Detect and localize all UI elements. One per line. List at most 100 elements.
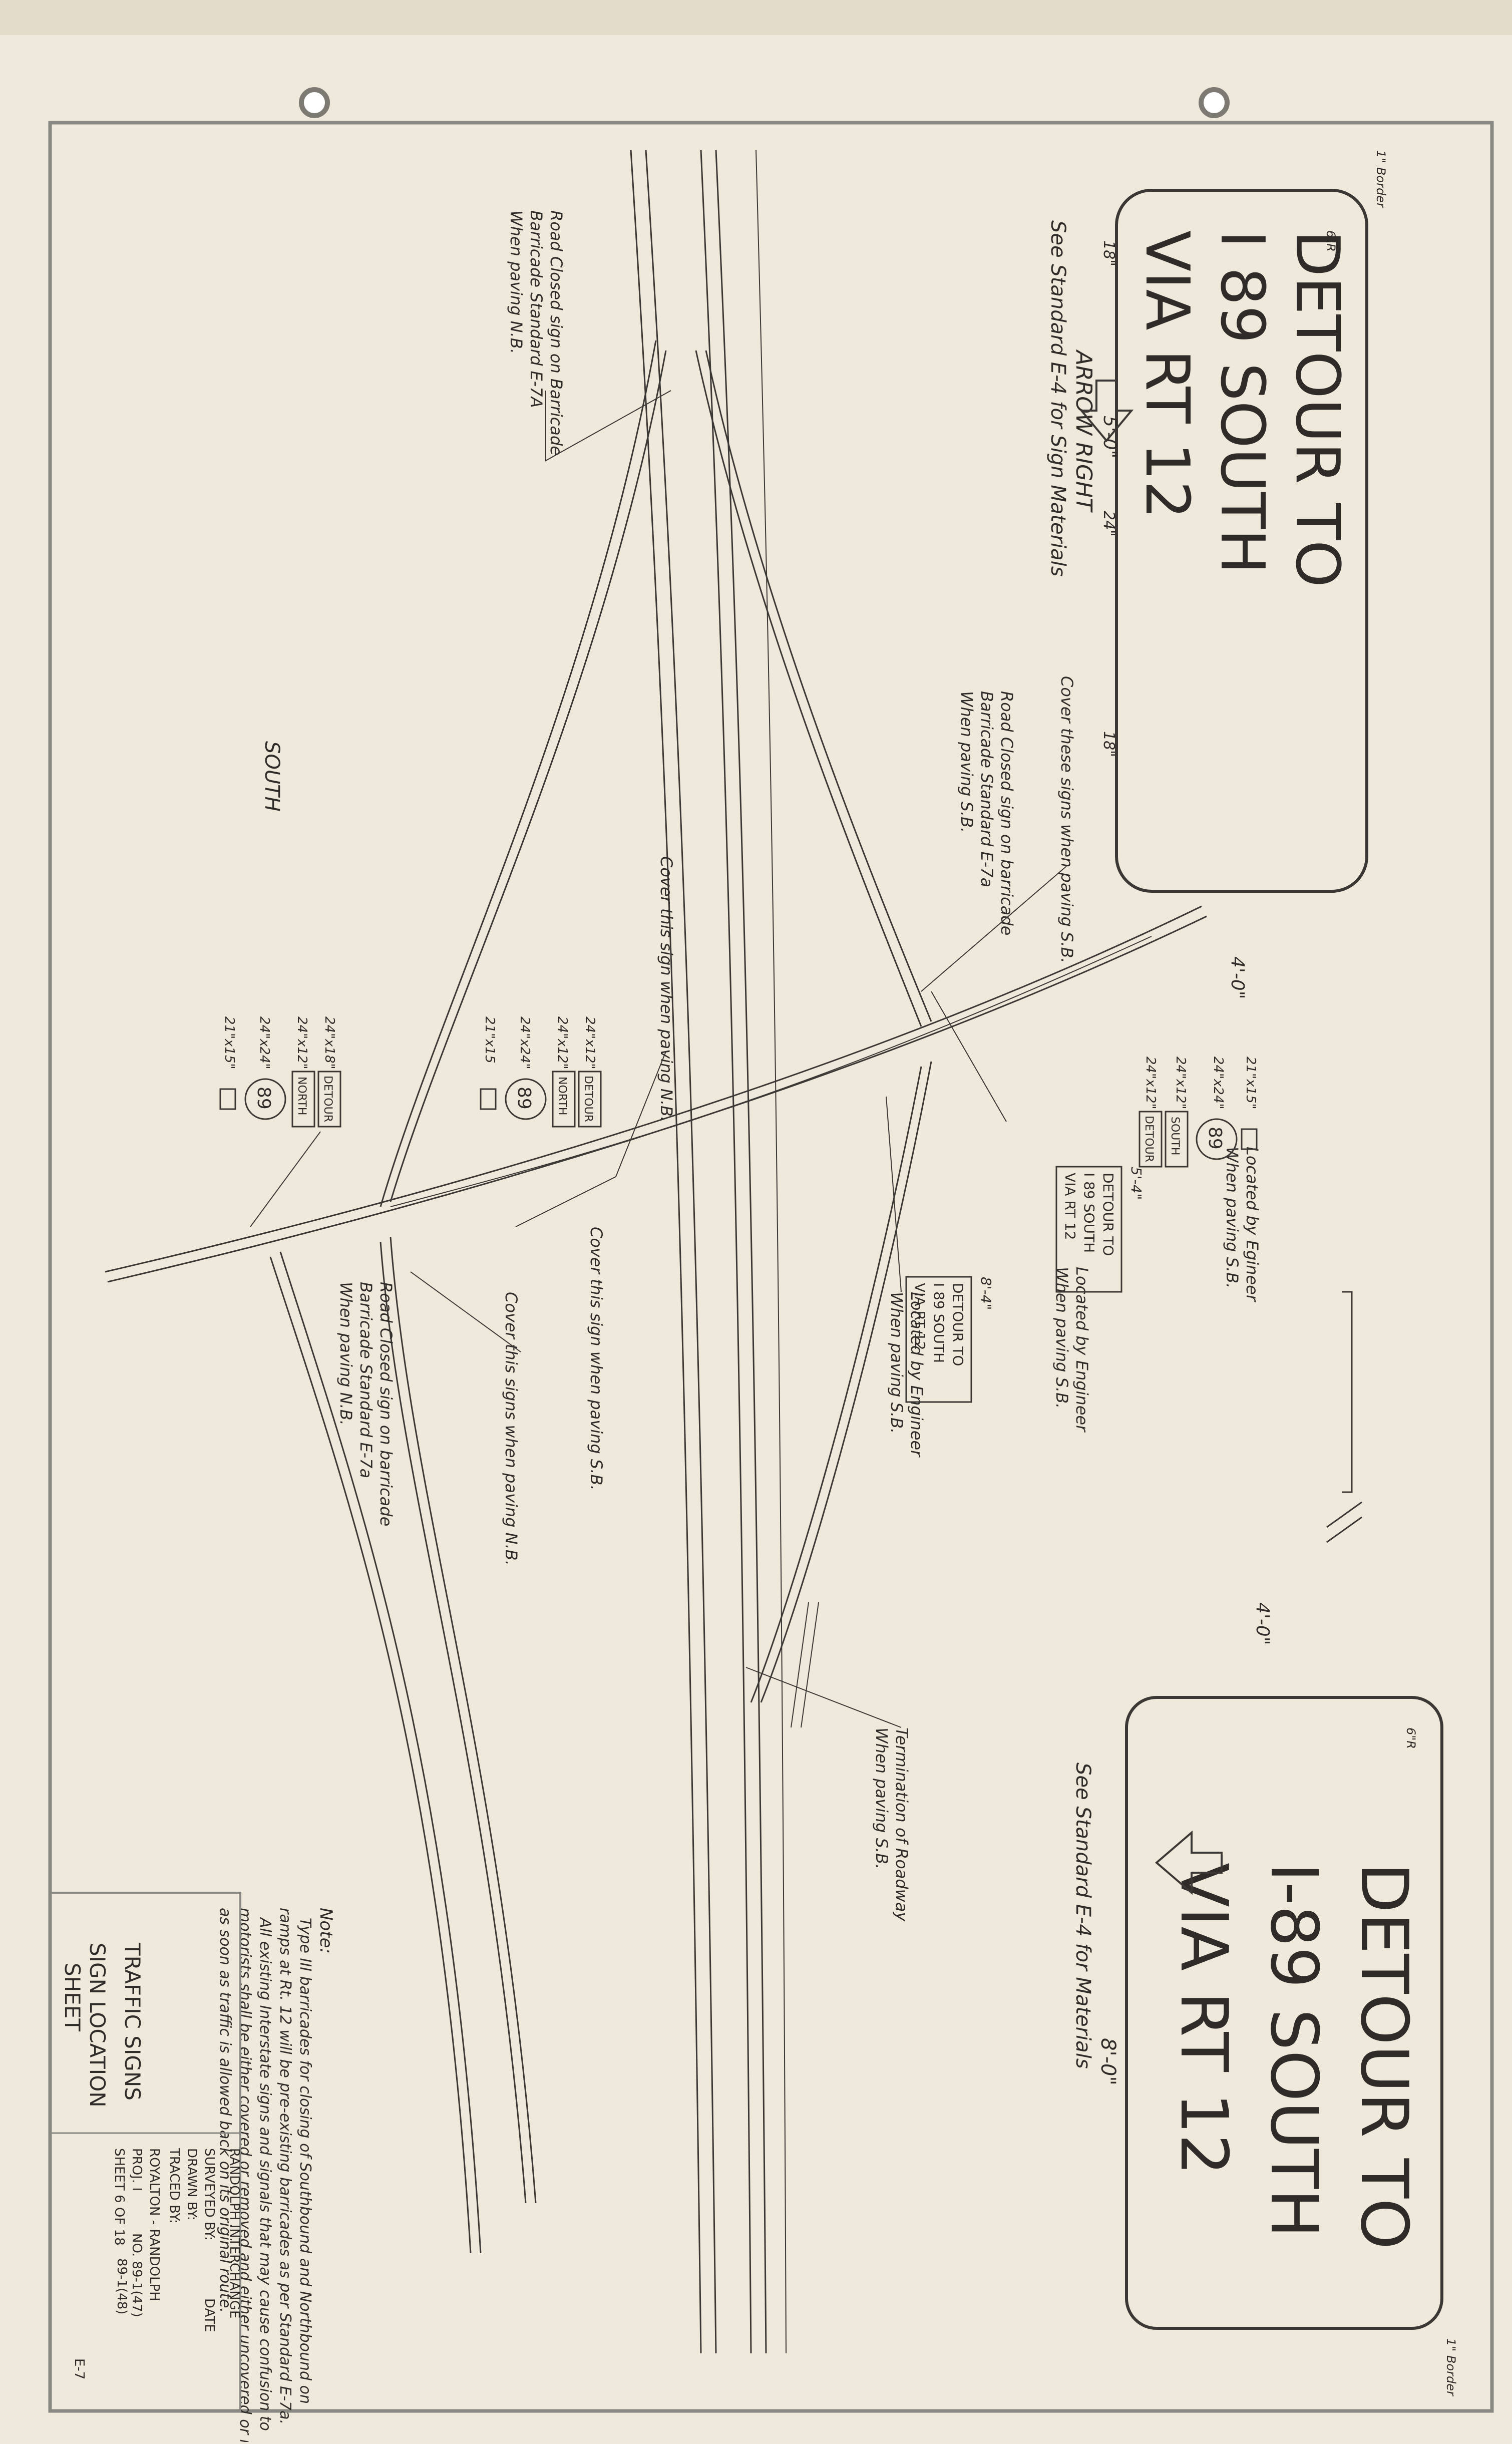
sign-bottom-line-3: VIA RT 12 <box>1166 1863 1242 2176</box>
assembly-detour-text: DETOUR <box>321 1076 334 1122</box>
note-line: Barricade Standard E-7A <box>527 210 546 408</box>
interstate-shield-icon <box>1196 1118 1238 1160</box>
north-arrow-symbol <box>1326 1291 1362 1543</box>
title-interchange: RANDOLPH INTERCHANGE <box>227 2148 242 2318</box>
small-sign-54: 5'-4" DETOUR TO I 89 SOUTH VIA RT 12 <box>1055 1166 1145 1293</box>
roadway-plan <box>105 150 1207 2354</box>
arrow-up-icon <box>1155 1830 1223 1895</box>
assembly-size: 24"x24" <box>517 1016 532 1069</box>
interstate-shield-icon <box>505 1078 547 1120</box>
sign-top-panel <box>1115 189 1368 893</box>
sign-top-corner: 6"R <box>1324 230 1338 252</box>
arrow-plate-icon <box>219 1088 236 1110</box>
leader-lines <box>250 390 1067 1728</box>
assembly-center: DETOUR NORTH 89 24"x12" 24"x12" 24"x24" … <box>480 1016 602 1128</box>
sign-top-line-2: I 89 SOUTH <box>1207 230 1277 574</box>
arrow-down-icon <box>1079 380 1134 443</box>
assembly-size: 21"x15" <box>1243 1057 1258 1109</box>
note-line: Located by Engineer <box>1072 1267 1091 1433</box>
note-line: Barricade Standard E-7a <box>977 691 996 887</box>
note-line: When paving S.B. <box>1052 1267 1071 1409</box>
sign-top-dim-24: 24" <box>1100 511 1117 537</box>
interstate-shield-icon <box>244 1078 286 1120</box>
assembly-right: DETOUR SOUTH 89 24"x24" 24"x12" 24"x12" … <box>1139 1057 1258 1168</box>
assembly-route-text: 89 <box>1205 1127 1225 1150</box>
note-title: Note: <box>316 1908 336 1954</box>
assembly-dir-text: NORTH <box>295 1077 308 1115</box>
sign-bottom-corner: 6"R <box>1404 1727 1418 1749</box>
note-located-2: Located by Engineer When paving S.B. <box>1052 1267 1091 1433</box>
note-cover-nb-mid: Cover this sign when paving N.B. <box>657 856 676 1122</box>
assembly-size: 24"x12" <box>1143 1057 1158 1109</box>
assembly-size: 24"x12" <box>582 1016 597 1069</box>
note-line: Road Closed sign on barricade <box>997 691 1016 935</box>
small-sign-line: DETOUR TO <box>950 1283 966 1366</box>
assembly-size: 24"x12" <box>555 1016 570 1069</box>
title-line: SIGN LOCATION <box>85 1943 110 2108</box>
assembly-route-text: 89 <box>253 1087 274 1110</box>
assembly-size: 21"x15 <box>482 1016 497 1064</box>
note-road-closed-nb-low: Road Closed sign on barricade Barricade … <box>336 1282 396 1526</box>
sign-detour-large: DETOUR TO I-89 SOUTH VIA RT 12 See Stand… <box>1071 1602 1458 2397</box>
note-line: When paving N.B. <box>507 210 526 354</box>
title-date: DATE <box>202 2298 217 2332</box>
small-sign-line: DETOUR TO <box>1100 1173 1116 1256</box>
sign-top-dim-18a: 18" <box>1100 240 1117 266</box>
note-located-3: Located by Engineer When paving S.B. <box>887 1292 926 1458</box>
sign-top-border: 1" Border <box>1374 150 1388 209</box>
sign-bottom-height: 4'-0" <box>1252 1602 1273 1645</box>
note-located-1: Located by Egineer When paving S.B. <box>1223 1147 1262 1302</box>
note-line: Road Closed sign on barricade <box>376 1282 396 1526</box>
assembly-size: 21"x15" <box>222 1016 237 1069</box>
sign-top-caption: ARROW RIGHT <box>1071 349 1096 513</box>
title-page: E-7 <box>72 2358 87 2379</box>
title-block: TRAFFIC SIGNS SIGN LOCATION SHEET RANDOL… <box>49 1892 242 2412</box>
sign-bottom-materials: See Standard E-4 for Materials <box>1071 1763 1094 2069</box>
small-sign-line: VIA RT 12 <box>912 1283 928 1350</box>
note-line: Located by Engineer <box>907 1292 926 1458</box>
note-cover-nb-low: Cover this signs when paving N.B. <box>502 1292 521 1566</box>
assembly-detour-plate <box>317 1071 341 1128</box>
small-sign-size: 8'-4" <box>978 1277 994 1310</box>
sign-top-line-1: DETOUR TO <box>1282 230 1352 587</box>
binder-hole-right <box>1199 87 1230 118</box>
title-line: SHEET <box>60 1963 85 2031</box>
note-road-closed-sb: Road Closed sign on barricade Barricade … <box>957 691 1016 935</box>
sign-detour-arrow-right: DETOUR TO I 89 SOUTH VIA RT 12 ARROW RIG… <box>1046 150 1388 999</box>
paper-shade <box>0 0 1512 35</box>
note-line: When paving S.B. <box>1223 1147 1242 1288</box>
callouts: Road Closed sign on Barricade Barricade … <box>260 210 1262 1922</box>
note-line: as soon as traffic is allowed back on it… <box>216 1908 234 2313</box>
note-line: ramps at Rt. 12 will be pre-existing bar… <box>276 1908 294 2424</box>
note-road-closed-nb-top: Road Closed sign on Barricade Barricade … <box>507 210 566 456</box>
note-line: All existing Interstate signs and signal… <box>256 1917 274 2431</box>
sign-top-height: 4'-0" <box>1227 956 1248 999</box>
assembly-route-text: 89 <box>514 1087 534 1110</box>
assembly-dir-plate <box>291 1071 315 1128</box>
small-sign-size: 5'-4" <box>1128 1167 1145 1200</box>
small-sign-line: I 89 SOUTH <box>1081 1173 1097 1253</box>
sheet-border <box>48 121 1494 2413</box>
title-surveyed: SURVEYED BY: <box>202 2148 217 2241</box>
sign-top-line-3: VIA RT 12 <box>1132 230 1202 519</box>
assembly-dir-plate <box>552 1071 576 1128</box>
note-line: Type III barricades for closing of South… <box>296 1918 314 2404</box>
sign-bottom-border: 1" Border <box>1444 2338 1458 2397</box>
small-sign-panel <box>1055 1166 1122 1293</box>
note-cover-sb-mid: Cover this sign when paving S.B. <box>587 1227 606 1490</box>
small-sign-line: VIA RT 12 <box>1062 1173 1078 1240</box>
assembly-size: 24"x24" <box>1211 1057 1226 1109</box>
sign-bottom-width: 8'-0" <box>1096 2038 1119 2085</box>
assembly-size: 24"x12" <box>294 1016 309 1069</box>
sign-bottom-line-2: I-89 SOUTH <box>1256 1863 1332 2238</box>
note-line: When paving S.B. <box>887 1292 906 1434</box>
sign-top-materials: See Standard E-4 for Sign Materials <box>1046 220 1069 577</box>
title-proj-no: NO. 89-1(47) <box>129 2233 144 2317</box>
note-line: When paving S.B. <box>872 1727 891 1869</box>
note-line: Located by Egineer <box>1243 1147 1262 1302</box>
assembly-detour-plate <box>578 1071 602 1128</box>
binder-hole-left <box>299 87 330 118</box>
arrow-plate-icon <box>1241 1128 1258 1150</box>
